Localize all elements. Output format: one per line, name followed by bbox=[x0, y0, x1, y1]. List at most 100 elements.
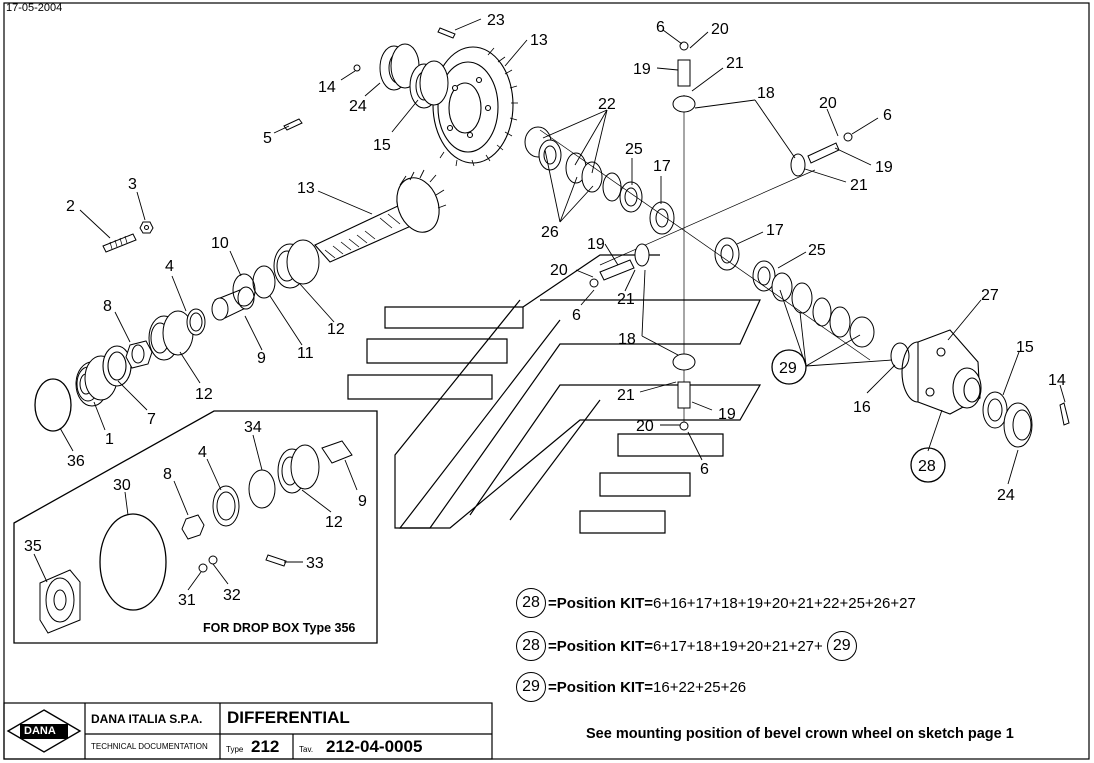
kit-parts: 16+22+25+26 bbox=[653, 678, 747, 696]
callout: 12 bbox=[325, 514, 343, 531]
callout: 12 bbox=[327, 321, 345, 338]
drop-box-frame bbox=[13, 410, 378, 644]
callout: 3 bbox=[128, 176, 137, 193]
kit-circle: 29 bbox=[516, 672, 546, 702]
pinion-gear-side bbox=[634, 153, 806, 267]
kit-circle: 28 bbox=[516, 588, 546, 618]
callout: 21 bbox=[617, 291, 635, 308]
callout: 26 bbox=[541, 224, 559, 241]
callout: 17 bbox=[766, 222, 784, 239]
kit-prefix: =Position KIT= bbox=[548, 594, 654, 612]
callout: 13 bbox=[297, 180, 315, 197]
logo-text: DANA bbox=[24, 725, 56, 737]
callout: 6 bbox=[700, 461, 709, 478]
kit-line: 28 =Position KIT= 6+17+18+19+20+21+27+ 2… bbox=[516, 631, 859, 661]
drawing-title: DIFFERENTIAL bbox=[227, 708, 350, 727]
callout: 6 bbox=[572, 307, 581, 324]
kit-prefix: =Position KIT= bbox=[548, 678, 654, 696]
callout: 18 bbox=[757, 85, 775, 102]
dana-logo bbox=[6, 709, 82, 753]
callout: 7 bbox=[147, 411, 156, 428]
axis-lines bbox=[539, 95, 871, 425]
ring-nut-24b bbox=[1003, 402, 1033, 448]
ring-16 bbox=[890, 342, 910, 370]
callout: 21 bbox=[617, 387, 635, 404]
callout: 6 bbox=[656, 19, 665, 36]
kit-parts: 6+17+18+19+20+21+27+ bbox=[653, 637, 823, 655]
callout: 30 bbox=[113, 477, 131, 494]
callout: 19 bbox=[587, 236, 605, 253]
callout: 19 bbox=[633, 61, 651, 78]
bearing-12a bbox=[148, 310, 194, 361]
drop-box-parts bbox=[39, 440, 353, 634]
callout: 20 bbox=[819, 95, 837, 112]
washers-lower bbox=[752, 260, 875, 348]
circle-callouts bbox=[771, 349, 946, 483]
bolt-23 bbox=[437, 27, 456, 39]
callout: 14 bbox=[1048, 372, 1066, 389]
callout: 24 bbox=[997, 487, 1015, 504]
pins bbox=[589, 41, 853, 431]
page-border bbox=[3, 2, 1090, 760]
callout: 31 bbox=[178, 592, 196, 609]
callout: 34 bbox=[244, 419, 262, 436]
callout: 23 bbox=[487, 12, 505, 29]
kit-prefix: =Position KIT= bbox=[548, 637, 654, 655]
callout: 21 bbox=[726, 55, 744, 72]
callout: 22 bbox=[598, 96, 616, 113]
kit-trailing-circle: 29 bbox=[826, 631, 857, 661]
bolt-14b bbox=[1059, 402, 1070, 426]
type-key: Type bbox=[226, 745, 244, 754]
company-name: DANA ITALIA S.P.A. bbox=[91, 712, 203, 726]
callout: 13 bbox=[530, 32, 548, 49]
callout: 8 bbox=[103, 298, 112, 315]
drop-box-label: FOR DROP BOX Type 356 bbox=[203, 621, 356, 635]
callout: 4 bbox=[198, 444, 207, 461]
bearing-1 bbox=[75, 355, 118, 407]
callout: 24 bbox=[349, 98, 367, 115]
bolt-2 bbox=[102, 233, 137, 253]
bearing-15b bbox=[982, 391, 1008, 429]
callout: 2 bbox=[66, 198, 75, 215]
callout: 29 bbox=[779, 360, 797, 377]
crown-wheel-13 bbox=[432, 46, 518, 167]
ring-11 bbox=[252, 265, 276, 299]
callout: 25 bbox=[808, 242, 826, 259]
kit-line: 29 =Position KIT= 16+22+25+26 bbox=[516, 672, 746, 702]
title-block-frame bbox=[3, 702, 493, 760]
side-gear-17b bbox=[714, 237, 740, 271]
callout: 33 bbox=[306, 555, 324, 572]
kit-line: 28 =Position KIT= 6+16+17+18+19+20+21+22… bbox=[516, 588, 916, 618]
watermark bbox=[347, 254, 762, 534]
callout: 18 bbox=[618, 331, 636, 348]
diff-case-27 bbox=[901, 329, 982, 415]
kit-parts: 6+16+17+18+19+20+21+22+25+26+27 bbox=[653, 594, 916, 612]
doc-label: TECHNICAL DOCUMENTATION bbox=[91, 742, 208, 751]
callout: 9 bbox=[257, 350, 266, 367]
callout: 32 bbox=[223, 587, 241, 604]
nut-8 bbox=[125, 340, 153, 369]
callout: 10 bbox=[211, 235, 229, 252]
ring-10 bbox=[232, 273, 256, 307]
washers-upper bbox=[524, 126, 643, 213]
callout-labels: 23 13 14 24 15 5 3 2 13 10 4 8 7 1 36 12… bbox=[24, 12, 1066, 609]
callout: 9 bbox=[358, 493, 367, 510]
callout: 4 bbox=[165, 258, 174, 275]
pinion-gear-18b bbox=[672, 353, 696, 371]
bearing-15a bbox=[409, 60, 449, 109]
callout: 1 bbox=[105, 431, 114, 448]
callout: 12 bbox=[195, 386, 213, 403]
callout: 27 bbox=[981, 287, 999, 304]
callout: 20 bbox=[636, 418, 654, 435]
tav-key: Tav. bbox=[299, 745, 314, 754]
callout: 19 bbox=[718, 406, 736, 423]
bolt-14a bbox=[353, 64, 361, 72]
type-value: 212 bbox=[251, 737, 280, 756]
mounting-note: See mounting position of bevel crown whe… bbox=[586, 726, 1014, 742]
callout: 25 bbox=[625, 141, 643, 158]
callout: 36 bbox=[67, 453, 85, 470]
pinion-gear-18a bbox=[672, 95, 696, 113]
callout: 6 bbox=[883, 107, 892, 124]
